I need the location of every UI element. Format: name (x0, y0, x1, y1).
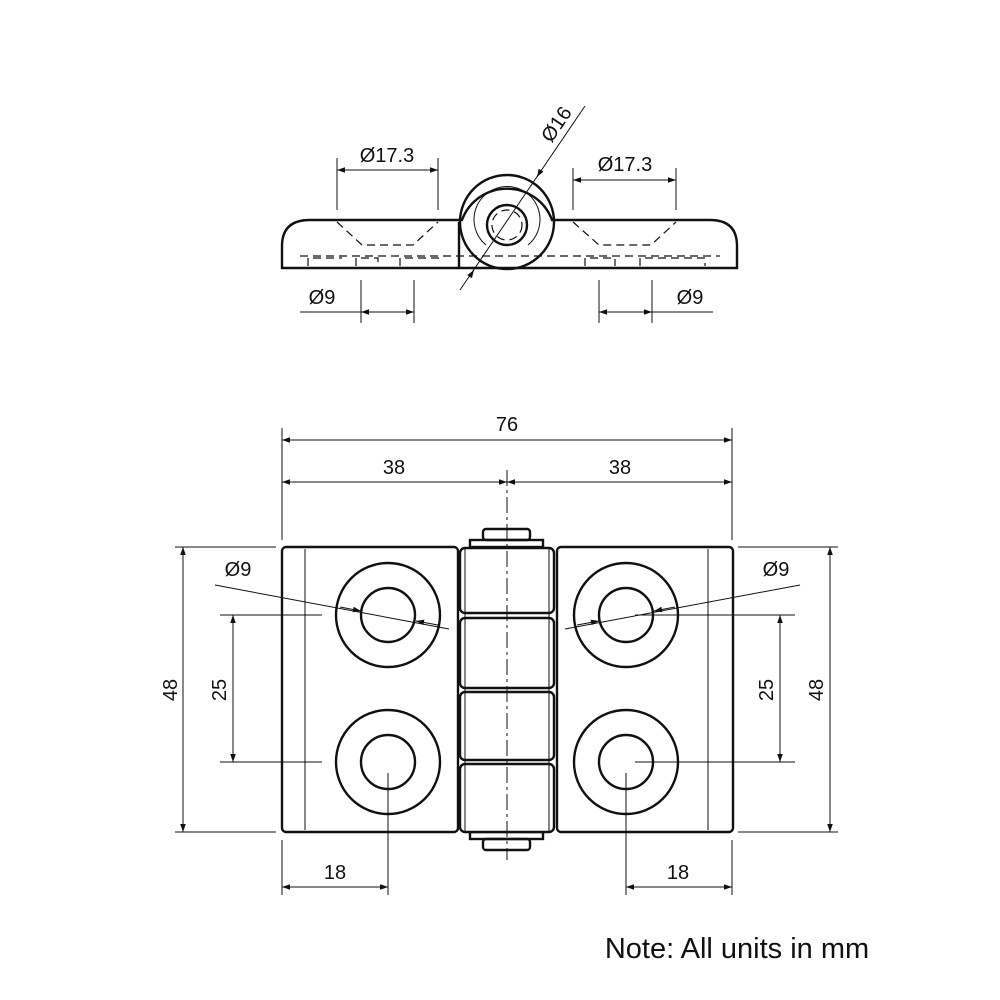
dim-left-spacing: 25 (209, 679, 231, 701)
dim-top-right-hole: Ø9 (677, 287, 704, 309)
hidden-slots (307, 257, 706, 266)
top-view: Ø17.3 Ø17.3 Ø16 Ø9 Ø9 (280, 103, 739, 323)
dim-right-offset: 18 (667, 862, 689, 884)
pin-inner-circle (491, 209, 523, 241)
front-view: 76 38 38 48 25 48 25 18 18 (160, 414, 838, 895)
dim-overall-width: 76 (496, 414, 518, 436)
dim-right-half: 38 (609, 457, 631, 479)
left-leaf (280, 545, 460, 834)
dim-left-height: 48 (160, 679, 182, 701)
dim-right-counterbore: Ø17.3 (598, 154, 652, 176)
arrow (339, 606, 362, 613)
arrow (467, 269, 475, 279)
hole-top-left (359, 586, 417, 644)
dim-front-left-hole: Ø9 (225, 559, 252, 581)
dim-top-left-hole: Ø9 (309, 287, 336, 309)
right-countersink-hidden (572, 221, 677, 246)
dim-right-spacing: 25 (756, 679, 778, 701)
dim-knuckle-diameter: Ø16 (537, 103, 576, 147)
knuckle-inner-arc (473, 186, 541, 246)
dim-line-knuckle (459, 105, 586, 291)
counterbore-top-left (334, 561, 442, 669)
left-countersink-hidden (336, 221, 439, 246)
dim-front-right-hole: Ø9 (763, 559, 790, 581)
dim-right-height: 48 (806, 679, 828, 701)
dim-left-offset: 18 (324, 862, 346, 884)
right-leaf (555, 545, 735, 834)
arrow (415, 619, 439, 626)
dim-leader-left-hole (214, 584, 450, 630)
pin-circle (485, 203, 529, 247)
dim-left-half: 38 (383, 457, 405, 479)
dim-left-counterbore: Ø17.3 (360, 145, 414, 167)
units-note: Note: All units in mm (605, 933, 869, 965)
arrow (653, 606, 676, 613)
top-view-outline (280, 187, 739, 270)
dim-leader-right-hole (564, 584, 801, 630)
arrow (576, 619, 600, 626)
arrow (536, 168, 544, 178)
